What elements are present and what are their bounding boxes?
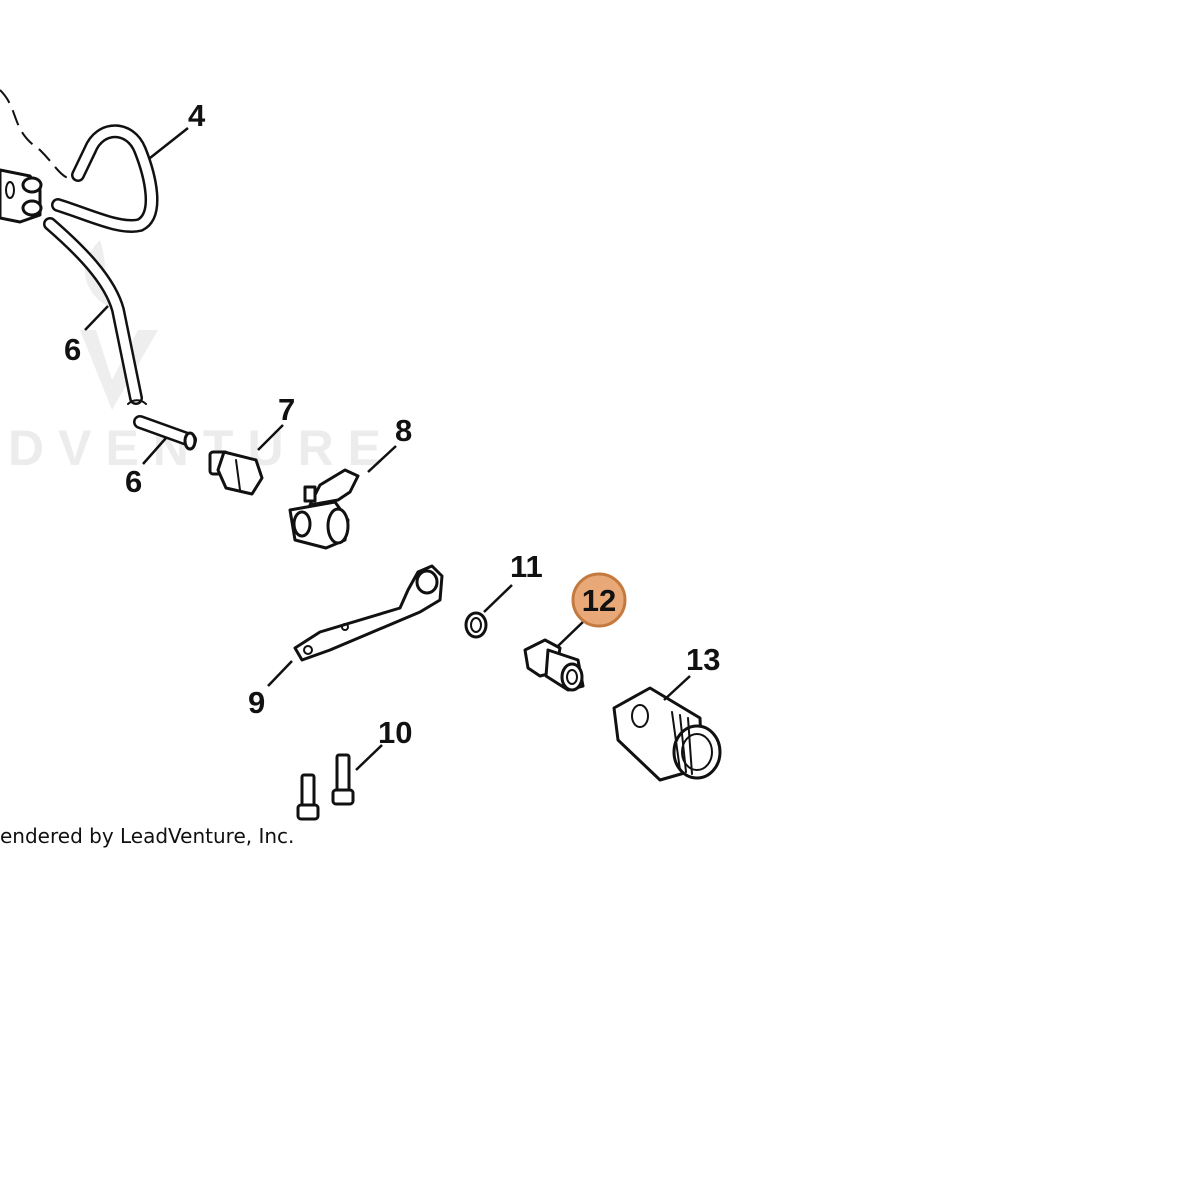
callout-13[interactable]: 13 — [686, 642, 720, 677]
callout-6b[interactable]: 6 — [125, 464, 142, 499]
callout-11[interactable]: 11 — [510, 549, 543, 584]
watermark-text: DVENTURE — [8, 420, 395, 476]
part-6-hose-long — [43, 217, 147, 405]
part-4-hose — [51, 124, 159, 233]
leader-13 — [663, 675, 691, 701]
callout-9[interactable]: 9 — [248, 685, 265, 720]
credit-text: endered by LeadVenture, Inc. — [0, 824, 294, 848]
part-9-bracket — [293, 564, 444, 662]
part-12-fitting — [523, 638, 585, 692]
callout-8[interactable]: 8 — [395, 413, 412, 448]
part-11-o-ring — [464, 611, 488, 639]
leader-9 — [267, 660, 293, 687]
callout-labels: 4 6 6 7 8 9 10 11 12 13 — [64, 98, 720, 750]
part-10-bolts — [296, 753, 355, 821]
callout-4[interactable]: 4 — [188, 98, 206, 133]
part-13-sleeve — [612, 686, 722, 782]
watermark: DVENTURE — [8, 240, 395, 476]
part-7-fitting — [208, 450, 264, 496]
highlight-circle-12 — [571, 572, 627, 628]
leader-7 — [257, 424, 284, 451]
callout-6a[interactable]: 6 — [64, 332, 81, 367]
leader-6a — [84, 305, 109, 331]
watermark-logo-icon — [80, 330, 158, 410]
routing-dashed-line — [0, 89, 81, 181]
callout-7[interactable]: 7 — [278, 392, 295, 427]
callout-10[interactable]: 10 — [378, 715, 412, 750]
connector-block — [0, 168, 43, 224]
leader-4 — [149, 127, 189, 159]
leader-12 — [557, 619, 586, 647]
leader-lines — [84, 127, 691, 771]
part-6-hose-short — [133, 415, 197, 451]
callout-12[interactable]: 12 — [582, 583, 616, 618]
leader-6b — [142, 437, 167, 465]
leader-10 — [355, 744, 383, 771]
leader-8 — [367, 445, 397, 473]
leader-11 — [483, 584, 513, 613]
part-8-valve — [288, 468, 360, 550]
